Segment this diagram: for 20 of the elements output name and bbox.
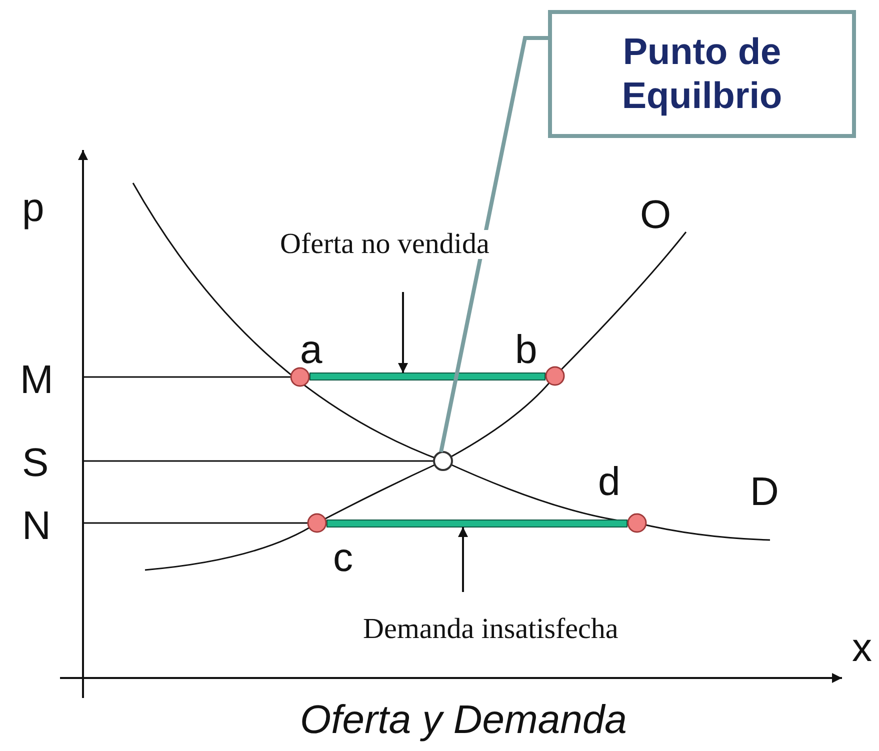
price-label: N (22, 506, 51, 546)
caption: Oferta y Demanda (300, 700, 627, 740)
curve-label: O (640, 195, 672, 235)
equilibrium-point (433, 451, 453, 471)
point-label: a (300, 330, 322, 370)
gap-segment (326, 520, 628, 528)
leader-line (398, 292, 408, 373)
curve-label: D (750, 472, 779, 512)
gap-segment (310, 372, 546, 380)
axis-label: p (22, 188, 44, 228)
point-label: d (598, 462, 620, 502)
callout-box: Punto de Equilbrio (548, 10, 856, 138)
leader-line (458, 527, 468, 592)
point-label: c (333, 538, 353, 578)
leader-line (439, 36, 548, 452)
price-label: M (20, 360, 54, 400)
annotation-text: Oferta no vendida (280, 230, 490, 259)
point-label: b (515, 330, 538, 370)
price-label: S (22, 443, 49, 483)
axis-label: x (852, 628, 872, 668)
